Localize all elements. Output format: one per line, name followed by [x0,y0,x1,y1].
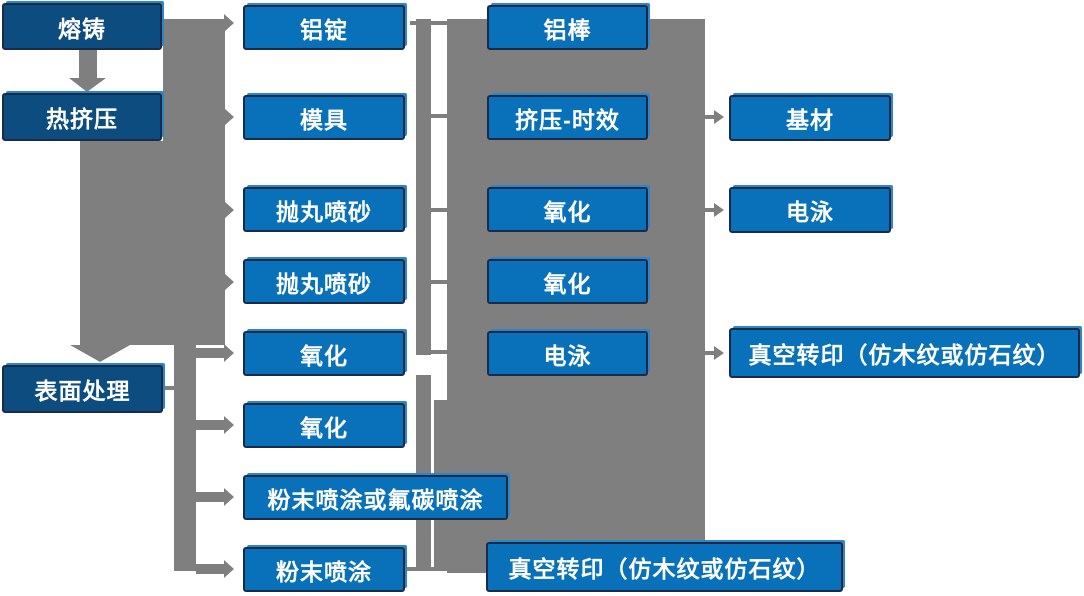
node-base-material: 基材 [729,95,891,141]
arrowhead-right-electrophoresis [714,203,724,217]
connector-mid-bar-top-stub [410,21,416,25]
node-vacuum-transfer-bottom: 真空转印（仿木纹或仿石纹） [486,542,843,592]
connector-tick-row5 [431,350,448,354]
connector-shaft-electro-vacuum [705,351,715,355]
connector-meltcast-to-hotextrusion-shaft [79,48,97,78]
node-extrusion-aging: 挤压-时效 [487,95,648,140]
connector-tick-row1 [431,21,448,25]
connector-shaft-row5 [196,348,225,358]
node-aluminum-rod: 铝棒 [487,5,648,50]
arrowhead-right-shotblast-1 [224,201,234,219]
connector-shaft-oxidation-electro [705,208,715,212]
node-vacuum-transfer-right: 真空转印（仿木纹或仿石纹） [729,328,1080,378]
node-shot-blast-sandblast-1: 抛丸喷砂 [243,187,405,232]
node-oxidation-1: 氧化 [243,331,405,376]
connector-powder-to-vacuum-line [405,567,486,571]
connector-tick-row3 [431,208,448,212]
node-electrophoresis-mid: 电泳 [487,331,648,376]
arrowhead-right-powder-fluorocarbon [224,488,234,506]
connector-left-blob-right [163,19,225,345]
node-oxidation-4: 氧化 [487,259,648,304]
connector-shaft-row6 [196,420,225,430]
arrowhead-right-oxidation-2 [224,416,234,434]
node-powder-coating: 粉末喷涂 [243,547,405,592]
node-electrophoresis-right: 电泳 [729,187,891,233]
node-oxidation-2: 氧化 [243,403,405,448]
arrowhead-down-hotextrusion [69,78,106,92]
node-hot-extrusion: 热挤压 [2,93,162,141]
connector-shaft-row7 [196,492,225,502]
connector-mid-bar-upper [416,19,431,355]
connector-tick-row4 [431,280,448,284]
arrowhead-right-mold [224,108,234,126]
arrowhead-right-powder-coating [224,560,234,578]
node-aluminum-ingot: 铝锭 [243,5,405,50]
arrowhead-right-aluminum-ingot [224,14,234,32]
arrowhead-right-shotblast-2 [224,273,234,291]
node-shot-blast-sandblast-2: 抛丸喷砂 [243,259,405,304]
node-melt-casting: 熔铸 [2,3,162,50]
node-oxidation-3: 氧化 [487,187,648,232]
connector-left-blob-lower [80,141,164,345]
arrowhead-right-base-material [714,110,724,124]
connector-tick-row2 [431,114,448,118]
connector-surface-treatment-line [161,386,175,390]
arrowhead-right-oxidation-1 [224,344,234,362]
node-powder-or-fluorocarbon-coating: 粉末喷涂或氟碳喷涂 [243,475,508,520]
connector-mid-bar-lower [416,375,431,570]
node-mold: 模具 [243,95,405,140]
connector-shaft-row8 [196,564,225,574]
connector-shaft-extrusionaging-base [705,115,715,119]
node-surface-treatment: 表面处理 [2,365,163,413]
arrowhead-right-vacuum-transfer [714,346,724,360]
connector-left-lower-bar [174,345,196,571]
arrowhead-down-surface-treatment [70,345,130,362]
